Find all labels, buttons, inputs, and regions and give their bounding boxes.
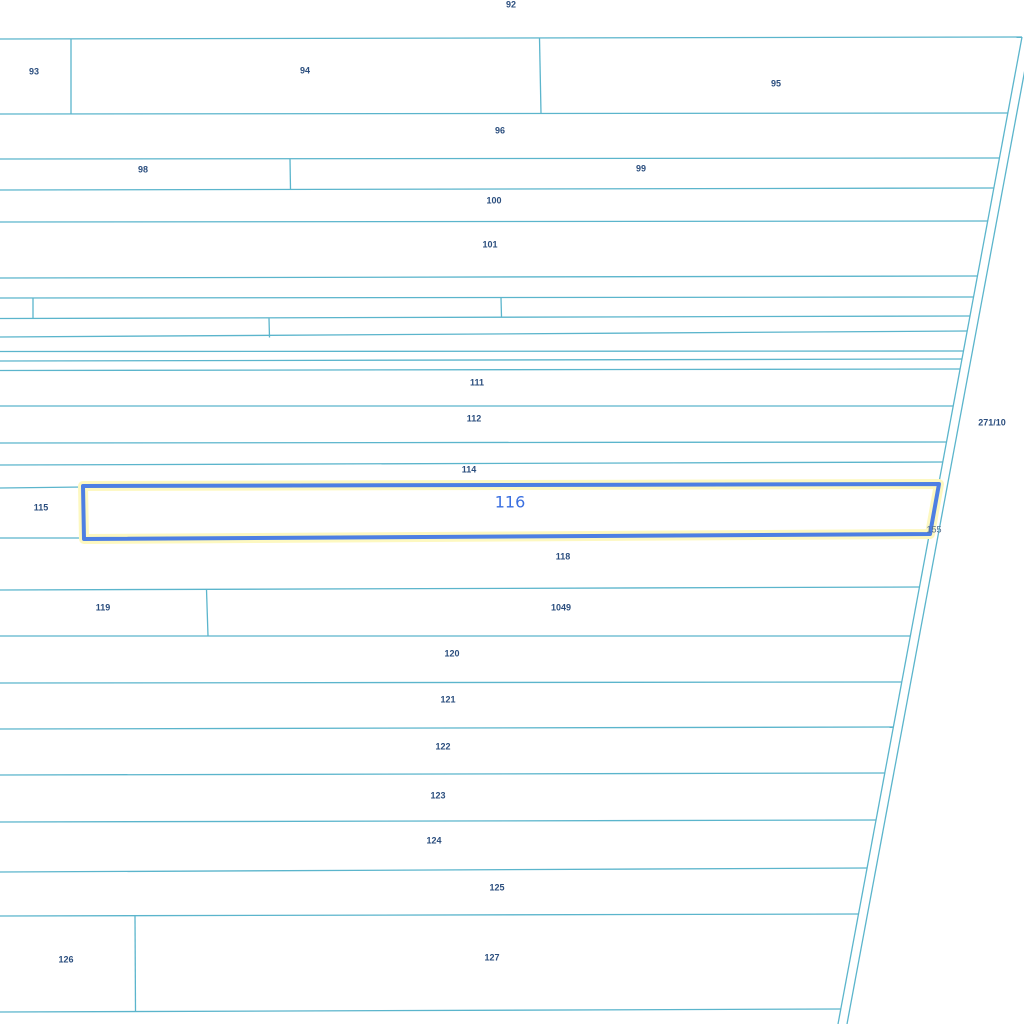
parcel-boundary — [0, 441, 947, 444]
parcel-boundary — [0, 330, 968, 338]
parcel-divider — [268, 318, 271, 338]
parcel-boundary — [0, 157, 1000, 160]
parcel-boundary — [0, 867, 868, 873]
parcel-label[interactable]: 122 — [435, 741, 450, 751]
parcel-divider — [134, 915, 137, 1013]
parcel-label[interactable]: 111 — [470, 377, 484, 387]
parcel-boundary — [0, 220, 989, 223]
parcel-boundary — [0, 275, 978, 279]
parcel-label[interactable]: 101 — [482, 239, 497, 249]
parcel-divider — [205, 589, 209, 637]
parcel-boundary — [0, 368, 961, 372]
parcel-label[interactable]: 112 — [467, 413, 482, 423]
parcel-boundary — [0, 187, 995, 191]
parcel-boundaries — [0, 36, 1024, 1024]
parcel-boundary — [0, 586, 920, 591]
parcel-label[interactable]: 100 — [486, 195, 501, 205]
parcel-boundary — [0, 1008, 842, 1013]
parcel-label[interactable]: 121 — [440, 694, 455, 704]
parcel-boundary — [0, 681, 903, 684]
parcel-label[interactable]: 119 — [96, 602, 111, 612]
parcel-label[interactable]: 114 — [462, 464, 477, 474]
parcel-label[interactable]: 118 — [556, 551, 571, 561]
parcel-label[interactable]: 126 — [58, 954, 73, 964]
parcel-boundary — [0, 358, 963, 362]
parcel-label[interactable]: 98 — [138, 164, 148, 174]
parcel-boundary — [0, 112, 1009, 115]
parcel-label[interactable]: 93 — [29, 66, 39, 76]
parcel-label[interactable]: 155 — [926, 524, 941, 534]
parcel-boundary — [0, 819, 877, 823]
parcel-divider — [289, 158, 292, 190]
parcel-divider — [500, 297, 503, 318]
parcel-label[interactable]: 271/10 — [978, 417, 1006, 427]
parcel-label[interactable]: 1049 — [551, 602, 571, 612]
selection-outline[interactable] — [81, 482, 941, 541]
parcel-divider — [538, 37, 542, 114]
parcel-label[interactable]: 115 — [34, 502, 49, 512]
parcel-boundary — [0, 772, 886, 776]
parcel-label[interactable]: 127 — [484, 952, 499, 962]
parcel-label[interactable]: 123 — [430, 790, 445, 800]
selected-parcel-label[interactable]: 116 — [495, 493, 526, 512]
road-boundary-outer — [846, 71, 1024, 1024]
parcel-boundary — [0, 296, 974, 299]
parcel-labels: 92 93 94 95 96 98 99 100 101 111 112 114… — [29, 0, 1006, 964]
parcel-label[interactable]: 94 — [300, 65, 310, 75]
parcel-label[interactable]: 124 — [426, 835, 441, 845]
parcel-boundary — [0, 913, 859, 917]
parcel-label[interactable]: 125 — [489, 882, 504, 892]
parcel-boundary — [0, 350, 964, 353]
parcel-label[interactable]: 99 — [636, 163, 646, 173]
parcel-boundary — [0, 726, 894, 730]
parcel-label[interactable]: 120 — [444, 648, 459, 658]
parcel-label[interactable]: 95 — [771, 78, 781, 88]
parcel-label[interactable]: 92 — [506, 0, 516, 9]
parcel-boundary — [0, 315, 971, 320]
parcel-label[interactable]: 96 — [495, 125, 505, 135]
selected-parcel[interactable] — [78, 479, 944, 544]
parcel-boundary — [0, 461, 944, 466]
parcel-boundary — [0, 36, 1023, 40]
parcel-boundary — [0, 486, 85, 489]
